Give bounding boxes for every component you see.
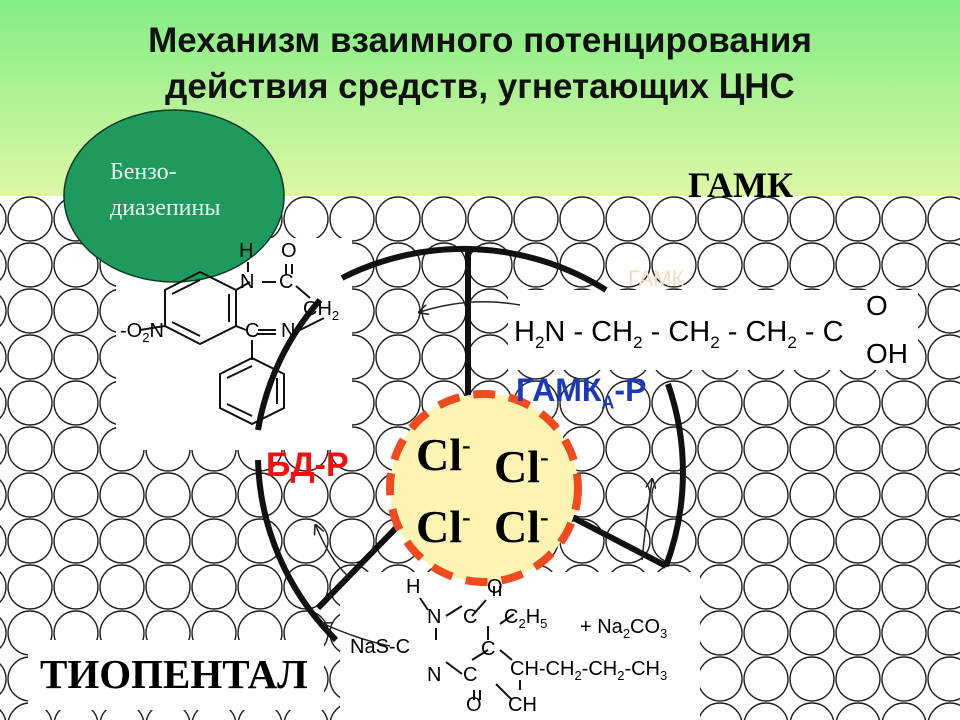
receptor-arc-top bbox=[340, 245, 608, 293]
nitrazepam-n1: N bbox=[240, 271, 255, 293]
thiopental-n-top: N bbox=[427, 606, 442, 628]
benzodiazepines-line-1: Бензо- bbox=[110, 159, 177, 185]
nitrazepam-o: O bbox=[281, 240, 297, 262]
receptor-divider-right bbox=[560, 509, 668, 569]
thiopental-c-bottom: C bbox=[463, 664, 478, 686]
thiopental-label: ТИОПЕНТАЛ bbox=[40, 651, 308, 697]
receptor-arc-left bbox=[255, 459, 339, 643]
chloride-ion: Cl- bbox=[416, 429, 471, 480]
chloride-ion: Cl- bbox=[494, 441, 549, 492]
thiopental-sodium-carbonate: + Na2CO3 bbox=[580, 616, 668, 641]
nitrazepam-n2: N bbox=[281, 320, 296, 342]
arrow-bottom bbox=[324, 624, 391, 647]
page-title: Механизм взаимного потенцирования действ… bbox=[0, 18, 960, 109]
thiopental-n-bottom: N bbox=[427, 664, 442, 686]
nitrazepam-ch2: CH2 bbox=[303, 298, 340, 323]
nitrazepam-h: H bbox=[239, 240, 254, 262]
thiopental-structure bbox=[419, 586, 521, 701]
gaba-a-tail: -Р bbox=[614, 372, 647, 408]
nitrazepam-no2: -O2N bbox=[120, 320, 164, 345]
chloride-channel-circle bbox=[386, 390, 582, 586]
title-line-1: Механизм взаимного потенцирования bbox=[148, 21, 812, 60]
nitrazepam-c1: C bbox=[279, 271, 294, 293]
thiopental-nas: NaS-C bbox=[350, 636, 411, 658]
gaba-faint-label: ГАМК bbox=[628, 266, 685, 291]
nitrazepam-structure bbox=[139, 262, 325, 426]
thiopental-c-mid: C bbox=[463, 606, 478, 628]
nitrazepam-c2: C bbox=[245, 320, 260, 342]
arrow-right bbox=[641, 480, 652, 561]
receptor-arc-left-upper bbox=[255, 298, 323, 431]
gaba-formula: H2N - CH2 - CH2 - CH2 - C bbox=[514, 316, 844, 352]
gaba-a-sub: А bbox=[601, 392, 615, 413]
thiopental-c-lower: C bbox=[481, 638, 496, 660]
thiopental-ch: CH bbox=[508, 694, 537, 716]
receptor-arc-right bbox=[663, 383, 686, 568]
title-line-2: действия средств, угнетающих ЦНС bbox=[165, 66, 795, 106]
chloride-ion: Cl- bbox=[494, 501, 549, 552]
arrow-top bbox=[420, 301, 521, 312]
thiopental-ethyl: C2H5 bbox=[504, 606, 548, 631]
thiopental-formula-area bbox=[340, 572, 700, 720]
benzodiazepine-bubble bbox=[63, 109, 285, 283]
gaba-a-main: ГАМК bbox=[516, 372, 602, 408]
thiopental-o-top: O bbox=[487, 576, 503, 598]
gaba-a-receptor-label: ГАМКА-Р bbox=[516, 372, 646, 413]
bzd-receptor-label: БД-Р bbox=[266, 446, 349, 484]
chloride-ion: Cl- bbox=[416, 501, 471, 552]
gaba-formula-area bbox=[508, 290, 918, 370]
gaba-carboxyl-o: O bbox=[866, 290, 888, 321]
gaba-label: ГАМК bbox=[688, 165, 794, 205]
benzodiazepines-line-2: диазепины bbox=[110, 195, 221, 221]
benzodiazepines-label: Бензо- диазепины bbox=[110, 154, 221, 226]
thiopental-h: H bbox=[406, 576, 421, 598]
thiopental-side-chain: CH-CH2-CH2-CH3 bbox=[510, 658, 668, 683]
arrow-left bbox=[316, 526, 349, 577]
gaba-carboxyl-oh: OH bbox=[866, 338, 908, 369]
receptor-divider-left bbox=[315, 525, 399, 611]
thiopental-o-bottom: O bbox=[466, 694, 482, 716]
thiopental-label-area bbox=[28, 640, 324, 710]
